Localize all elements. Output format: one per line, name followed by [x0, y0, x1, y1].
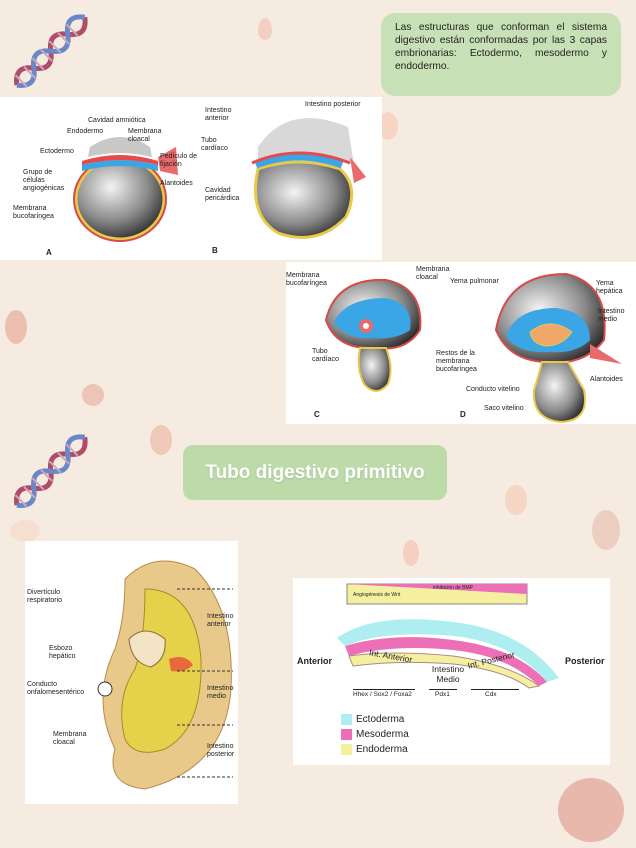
- label-int-anterior-2: Intestino anterior: [207, 613, 234, 628]
- label-membrana-buco-c: Membrana bucofaríngea: [286, 272, 327, 287]
- figure-embryo-ab: Cavidad amniótica Endodermo Membrana clo…: [0, 97, 382, 260]
- embryo-a-illustration: [73, 137, 178, 242]
- label-int-medio-3: Intestino Medio: [431, 664, 465, 684]
- label-cavidad-amniotica: Cavidad amniótica: [88, 117, 146, 124]
- decor-blob: [150, 425, 172, 455]
- label-tubo-cardiaco-c: Tubo cardíaco: [312, 348, 339, 363]
- intro-text-box: Las estructuras que conforman el sistema…: [381, 13, 621, 96]
- label-restos-membrana: Restos de la membrana bucofaríngea: [436, 350, 477, 373]
- label-cavidad-pericardica: Cavidad pericárdica: [205, 187, 240, 202]
- label-conducto-vitelino: Conducto vitelino: [466, 386, 520, 393]
- embryo-d-illustration: [494, 272, 622, 424]
- dna-helix-icon: [14, 14, 88, 88]
- legend-swatch: [341, 714, 352, 725]
- figure-letter-a: A: [46, 248, 52, 257]
- gut-tube-illustration: [97, 560, 233, 790]
- label-membrana-cloacal-2: Membrana cloacal: [53, 731, 87, 746]
- decor-blob: [5, 310, 27, 344]
- legend-swatch: [341, 729, 352, 740]
- legend-item-endoderma: Endoderma: [341, 744, 408, 755]
- embryo-c-illustration: [324, 278, 422, 392]
- label-yema-hepatica: Yema hepática: [596, 280, 623, 295]
- label-anterior: Anterior: [297, 656, 333, 666]
- label-pediculo: Pedículo de fijación: [160, 153, 197, 168]
- figure-germ-layers: Angiogénesis de Wnt inhibición de BMP An…: [293, 578, 610, 765]
- legend-label: Mesoderma: [356, 729, 409, 740]
- label-membrana-cloacal-c: Membrana cloacal: [416, 266, 450, 281]
- figure-letter-d: D: [460, 410, 466, 419]
- label-int-posterior-2: Intestino posterior: [207, 743, 235, 758]
- figure-letter-b: B: [212, 246, 218, 255]
- decor-blob: [505, 485, 527, 515]
- label-membrana-buco: Membrana bucofaríngea: [13, 205, 54, 220]
- label-ectodermo: Ectodermo: [40, 148, 74, 155]
- label-gene-cdx: Cdx: [485, 691, 497, 698]
- legend-item-mesoderma: Mesoderma: [341, 729, 409, 740]
- decor-blob: [558, 778, 624, 842]
- legend-label: Endoderma: [356, 744, 408, 755]
- legend-label: Ectoderma: [356, 714, 405, 725]
- label-gene-pdx1: Pdx1: [435, 691, 450, 698]
- label-posterior: Posterior: [565, 656, 605, 666]
- label-yema-pulmonar: Yema pulmonar: [450, 278, 499, 285]
- germ-layers-illustration: [337, 583, 559, 689]
- label-diverticulo: Divertículo respiratorio: [27, 589, 63, 604]
- embryo-b-illustration: [251, 118, 366, 239]
- label-top-bmp: inhibición de BMP: [433, 585, 474, 591]
- legend-swatch: [341, 744, 352, 755]
- label-alantoides: Alantoides: [160, 180, 193, 187]
- label-int-medio-2: Intestino medio: [207, 685, 234, 700]
- label-alantoides-d: Alantoides: [590, 376, 623, 383]
- decor-blob: [378, 112, 398, 140]
- label-membrana-cloacal: Membrana cloacal: [128, 128, 162, 143]
- decor-blob: [592, 510, 620, 550]
- label-grupo-celulas: Grupo de células angiogénicas: [23, 169, 65, 192]
- label-top-wnt: Angiogénesis de Wnt: [353, 592, 401, 598]
- figure-embryo-cd: Membrana bucofaríngea Membrana cloacal T…: [286, 262, 636, 424]
- figure-letter-c: C: [314, 410, 320, 419]
- label-saco-vitelino: Saco vitelino: [484, 405, 524, 412]
- decor-blob: [10, 520, 40, 542]
- dna-helix-icon: [14, 434, 88, 508]
- section-title: Tubo digestivo primitivo: [183, 445, 447, 500]
- gene-line: [429, 689, 457, 690]
- label-tubo-cardiaco: Tubo cardíaco: [201, 137, 228, 152]
- decor-blob: [82, 384, 104, 406]
- label-gene-hhex: Hhex / Sox2 / Foxa2: [353, 691, 412, 698]
- gene-line: [353, 689, 415, 690]
- label-intestino-anterior: Intestino anterior: [205, 107, 232, 122]
- figure-gut-tube: Divertículo respiratorio Esbozo hepático…: [25, 541, 238, 804]
- decor-blob: [258, 18, 272, 40]
- label-intestino-posterior: Intestino posterior: [305, 101, 361, 108]
- gene-line: [471, 689, 519, 690]
- legend-item-ectoderma: Ectoderma: [341, 714, 404, 725]
- label-intestino-medio: Intestino medio: [598, 308, 625, 323]
- label-conducto-onfalo: Conducto onfalomesentérico: [27, 681, 85, 696]
- label-endodermo: Endodermo: [67, 128, 104, 135]
- label-esbozo-hepatico: Esbozo hepático: [49, 645, 76, 660]
- decor-blob: [403, 540, 419, 566]
